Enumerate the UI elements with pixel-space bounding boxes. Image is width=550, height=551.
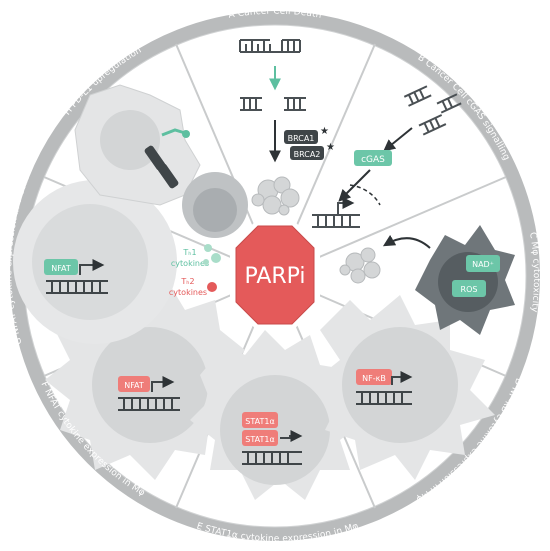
th2-dot xyxy=(207,282,217,292)
dna-damage-a: BRCA1 ★ BRCA2 ★ xyxy=(239,39,335,216)
macrophage-c: NAD⁺ ROS xyxy=(339,225,515,335)
nfat-mphi-label: NFAT xyxy=(124,381,144,390)
t-cell-g xyxy=(13,180,177,344)
stat1a-bottom-label: STAT1α xyxy=(245,435,274,444)
cell-h xyxy=(74,84,248,238)
dying-cell-a xyxy=(251,176,300,216)
nfat-gene-f: NFAT xyxy=(118,376,180,411)
stat1a-bottom-badge: STAT1α xyxy=(242,430,278,446)
parpi-center: PARPi xyxy=(230,220,320,330)
gene-b xyxy=(312,197,360,228)
th1-dot xyxy=(203,259,209,265)
brca2-badge: BRCA2 ★ xyxy=(290,142,335,160)
nfat-tcell-label: NFAT xyxy=(51,264,71,273)
th2-label: Tₕ2 xyxy=(180,277,194,286)
brca2-label: BRCA2 xyxy=(294,150,321,159)
macrophage-cell-d xyxy=(315,295,495,480)
brca2-star-icon: ★ xyxy=(326,142,335,153)
nfkb-gene-d: NF-κB xyxy=(356,369,413,405)
nfat-gene-g: NFAT xyxy=(44,259,108,294)
cgas-badge: cGAS xyxy=(354,150,392,166)
th2-cytokines: Tₕ2 cytokines xyxy=(169,277,217,297)
th1-dot xyxy=(204,244,212,252)
cgas-label: cGAS xyxy=(361,155,385,165)
brca1-star-icon: ★ xyxy=(320,126,329,137)
ros-badge: ROS xyxy=(452,280,486,297)
th1-dot xyxy=(211,253,221,263)
stat1a-top-badge: STAT1α xyxy=(242,412,278,428)
th1-cytokines: Tₕ1 cytokines xyxy=(171,244,221,268)
th1-sub-label: cytokines xyxy=(171,259,209,268)
stat1a-top-label: STAT1α xyxy=(245,417,274,426)
th2-sub-label: cytokines xyxy=(169,288,207,297)
dying-cell-c xyxy=(339,247,381,284)
cgas-signalling-b: cGAS xyxy=(312,85,462,228)
brca1-label: BRCA1 xyxy=(288,134,315,143)
ros-label: ROS xyxy=(461,285,478,294)
nfat-mphi-badge: NFAT xyxy=(118,376,150,392)
nfkb-badge: NF-κB xyxy=(356,369,392,385)
nad-label: NAD⁺ xyxy=(472,260,494,269)
th1-label: Tₕ1 xyxy=(182,248,196,257)
nad-badge: NAD⁺ xyxy=(466,255,500,272)
stat1a-gene-e: STAT1α STAT1α xyxy=(242,412,303,465)
pd-l1-receptor xyxy=(144,128,190,189)
nfkb-label: NF-κB xyxy=(362,374,386,383)
nfat-tcell-badge: NFAT xyxy=(44,259,78,275)
parpi-label: PARPi xyxy=(244,264,305,289)
brca1-badge: BRCA1 ★ xyxy=(284,126,329,144)
section-c-title: C Mφ cytotoxicity xyxy=(527,231,541,313)
dna-fragments xyxy=(403,85,462,136)
